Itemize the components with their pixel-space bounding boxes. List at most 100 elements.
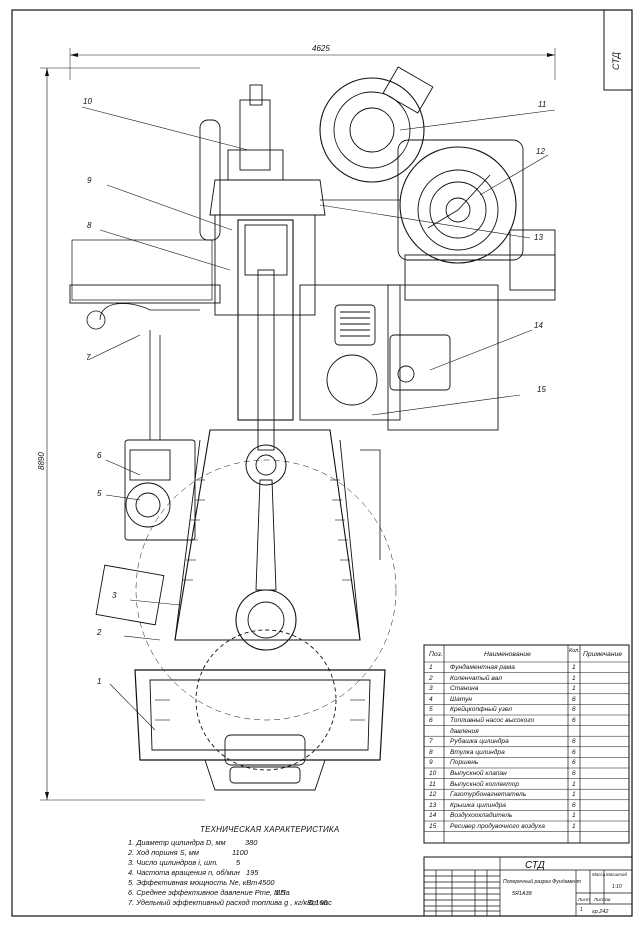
callout-5: 5: [97, 489, 102, 498]
bom-cell-qty: 1: [572, 823, 576, 830]
callout-3: 3: [112, 591, 117, 600]
bom-cell-name: Станина: [450, 685, 479, 693]
spec-label: 2. Ход поршня S, мм: [128, 848, 199, 857]
engine-frame: [174, 429, 361, 641]
bom-cell-pos: 11: [429, 780, 436, 788]
bom-cell-name: Выпускной клапан: [450, 770, 507, 777]
title-sheets-label: Листов: [593, 897, 611, 902]
bom-cell-name: Крейцкопфный узел: [450, 706, 513, 714]
bom-header-qty: Кол.: [569, 648, 580, 654]
bom-cell-name: Втулка цилиндра: [450, 748, 505, 756]
spec-label: 5. Эффективная мощность Ne, кВт: [128, 878, 258, 887]
spec-value: 5: [236, 858, 241, 867]
spec-value: 380: [245, 838, 258, 847]
bom-cell-pos: 1: [429, 664, 433, 671]
spec-label: 7. Удельный эффективный расход топлива g…: [128, 898, 332, 907]
engine-outline: [69, 66, 556, 791]
title-block-grid: [423, 856, 633, 917]
specs-title: ТЕХНИЧЕСКАЯ ХАРАКТЕРИСТИКА: [200, 825, 340, 834]
bom-header-name: Наименование: [484, 651, 531, 658]
callout-1: 1: [97, 677, 101, 686]
bom-cell-qty: 6: [572, 717, 576, 724]
callout-6: 6: [97, 451, 102, 460]
frame-ribs: [155, 479, 365, 721]
bom-cell-name: Фундаментная рама: [450, 664, 515, 671]
bom-cell-name: Газотурбонагнетатель: [450, 791, 527, 799]
bom-cell-pos: 2: [429, 674, 433, 682]
crankshaft: [235, 589, 297, 651]
title-sheet-label: Лист: [577, 897, 590, 902]
callout-9: 9: [87, 176, 92, 185]
spec-label: 6. Среднее эффективное давление Pme, МПа: [128, 888, 290, 897]
sheet-border: [11, 9, 633, 917]
bom-cell-qty: 1: [572, 664, 576, 671]
callout-11: 11: [538, 100, 546, 109]
bom-cell-name: Шатун: [450, 695, 473, 703]
bom-cell-pos: 13: [429, 801, 437, 809]
bom-cell-qty: 1: [572, 812, 576, 820]
bom-cell-qty: 6: [572, 801, 576, 809]
bom-cell-pos: 4: [429, 695, 433, 703]
callout-8: 8: [87, 221, 92, 230]
title-scale-value: 1:10: [612, 884, 622, 890]
turbocharger: [399, 146, 517, 264]
bom-cell-name: Топливный насос высокого: [450, 717, 535, 724]
bom-cell-name: Рубашка цилиндра: [450, 738, 509, 746]
spec-label: 1. Диаметр цилиндра D, мм: [128, 838, 226, 847]
bom-cell-pos: 7: [429, 738, 433, 746]
bom-cell-pos: 8: [429, 748, 433, 756]
title-sheet-no: 1: [580, 907, 583, 913]
bom-cell-name: давления: [450, 727, 479, 735]
title-drawing-sub: 5Я1А38: [512, 891, 533, 897]
cylinder-liner: [237, 219, 294, 421]
bom-cell-pos: 10: [429, 770, 437, 777]
spec-value: 0,160: [309, 898, 328, 907]
spec-label: 4. Частота вращения n, об/мин: [128, 868, 240, 877]
exhaust-manifold: [319, 77, 425, 183]
bom-cell-qty: 1: [572, 674, 576, 682]
callout-13: 13: [534, 233, 543, 242]
bom-cell-qty: 1: [572, 791, 576, 799]
bom-cell-pos: 6: [429, 717, 433, 724]
bom-cell-pos: 9: [429, 759, 433, 767]
piping: [86, 199, 400, 560]
bom-cell-name: Крышка цилиндра: [450, 801, 506, 809]
callout-12: 12: [536, 147, 545, 156]
bom-cell-qty: 6: [572, 695, 576, 703]
bom-cell-qty: 6: [572, 759, 576, 767]
stamp-code: СТД: [611, 51, 621, 70]
width-dim-value: 4625: [312, 44, 330, 53]
bom-table-grid: [423, 644, 630, 844]
bom-cell-qty: 6: [572, 770, 576, 777]
bom-cell-pos: 5: [429, 706, 433, 714]
bom-cell-qty: 6: [572, 706, 576, 714]
callout-numbers: 10 9 8 7 6 5 3 2 1 11 12 13 14 15: [83, 97, 546, 686]
bom-cell-pos: 15: [429, 823, 437, 830]
bedplate: [134, 669, 386, 761]
bom-cell-qty: 1: [572, 685, 576, 693]
bom-cell-pos: 14: [429, 812, 437, 820]
spec-label: 3. Число цилиндров i, шт.: [128, 858, 219, 867]
title-group: гр.242: [592, 909, 608, 915]
spec-value: 195: [246, 868, 259, 877]
spec-value: 1100: [232, 848, 248, 857]
bom-cell-name: Ресивер продувочного воздуха: [450, 823, 545, 830]
bom-cell-name: Коленчатый вал: [450, 674, 502, 682]
bom-header-pos: Поз.: [429, 651, 443, 658]
bom-cell-qty: 6: [572, 748, 576, 756]
bom-cell-qty: 6: [572, 738, 576, 746]
callout-14: 14: [534, 321, 543, 330]
bom-header-note: Примечание: [583, 651, 623, 658]
bom-cell-pos: 12: [429, 791, 437, 799]
stamp-box: [603, 9, 633, 91]
callout-10: 10: [83, 97, 92, 106]
callout-2: 2: [96, 628, 102, 637]
bom-cell-pos: 3: [429, 685, 433, 693]
title-scale-label: Масштаб: [606, 872, 627, 877]
bom-row-lines: [424, 661, 629, 832]
bom-cell-qty: 1: [572, 780, 576, 788]
air-cooler: [389, 334, 451, 391]
bom-cell-name: Выпускной коллектор: [450, 780, 520, 788]
